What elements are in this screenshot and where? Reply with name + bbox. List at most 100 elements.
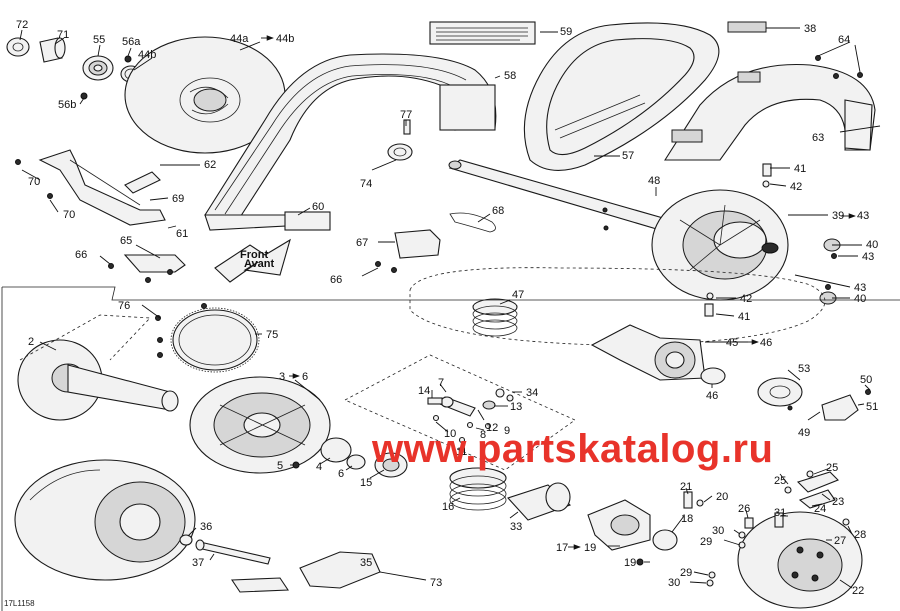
callout-59: 59 bbox=[560, 26, 572, 38]
callout-70b: 70 bbox=[63, 209, 75, 221]
callout-56b: 56b bbox=[58, 99, 76, 111]
screw-part-11 bbox=[458, 436, 466, 444]
watermark: www.partskatalog.ru bbox=[371, 427, 773, 471]
callout-76: 76 bbox=[118, 300, 130, 312]
spring-part-47 bbox=[472, 298, 518, 337]
callout-30b: 30 bbox=[668, 577, 680, 589]
callout-43a: 43 bbox=[857, 210, 869, 222]
callout-24: 24 bbox=[814, 503, 826, 515]
callout-13: 13 bbox=[510, 401, 522, 413]
callout-75: 75 bbox=[266, 329, 278, 341]
diagram-code: 17L1158 bbox=[4, 599, 35, 608]
washer-part-30b bbox=[706, 579, 714, 587]
bearing-part-15 bbox=[374, 452, 408, 478]
bolt-part-66a bbox=[108, 263, 114, 269]
washer-part-8 bbox=[466, 421, 474, 429]
callout-8: 8 bbox=[480, 429, 486, 441]
bushing-part-4 bbox=[320, 437, 352, 463]
bracket-part-73 bbox=[230, 577, 290, 593]
callout-40b: 40 bbox=[854, 293, 866, 305]
roller-arm-part-12 bbox=[439, 396, 476, 417]
callout-3: 3 bbox=[279, 371, 285, 383]
callout-69: 69 bbox=[172, 193, 184, 205]
callout-37: 37 bbox=[192, 557, 204, 569]
washer-part-36 bbox=[179, 534, 193, 546]
roller-arm-part-24 bbox=[798, 489, 836, 509]
bushing-part-7 bbox=[495, 388, 505, 398]
movable-sheave-part-3 bbox=[189, 376, 331, 474]
screw-part-70a bbox=[15, 159, 21, 165]
callout-19: 19 bbox=[624, 557, 636, 569]
clip-part-68 bbox=[449, 212, 496, 233]
callout-50: 50 bbox=[860, 374, 872, 386]
callout-26: 26 bbox=[738, 503, 750, 515]
screw-part-76d bbox=[201, 303, 207, 309]
section-divider bbox=[2, 286, 900, 301]
callout-10: 10 bbox=[444, 428, 456, 440]
bolt-part-26 bbox=[744, 517, 754, 529]
driven-pulley-part-39 bbox=[651, 189, 789, 301]
callout-40a: 40 bbox=[866, 239, 878, 251]
callout-6: 6 bbox=[338, 468, 344, 480]
decal-part-38 bbox=[727, 21, 767, 33]
bolt-part-66c bbox=[167, 269, 173, 275]
spider-part-17 bbox=[587, 499, 651, 551]
bearing-part-55 bbox=[82, 55, 114, 81]
callout-45: 45 bbox=[726, 337, 738, 349]
callout-42b: 42 bbox=[740, 293, 752, 305]
nut-part-52 bbox=[787, 405, 793, 411]
screw-part-76a bbox=[155, 315, 161, 321]
washer-part-28 bbox=[842, 518, 850, 526]
callout-57: 57 bbox=[622, 150, 634, 162]
callout-38: 38 bbox=[804, 23, 816, 35]
pad-part-62 bbox=[124, 171, 161, 194]
callout-29a: 29 bbox=[700, 536, 712, 548]
sheave-part-44 bbox=[124, 36, 286, 154]
callout-29b: 29 bbox=[680, 567, 692, 579]
bolt-part-66b bbox=[145, 277, 151, 283]
bolt-part-41a bbox=[762, 163, 772, 177]
washer-part-53 bbox=[757, 377, 803, 407]
callout-12: 12 bbox=[486, 422, 498, 434]
seal-part-6 bbox=[346, 454, 366, 470]
screw-part-76c bbox=[157, 352, 163, 358]
callout-35: 35 bbox=[360, 557, 372, 569]
callout-14: 14 bbox=[418, 385, 430, 397]
pin-part-25a bbox=[806, 470, 814, 478]
bolt-part-66e bbox=[391, 267, 397, 273]
callout-41a: 41 bbox=[794, 163, 806, 175]
callout-71: 71 bbox=[57, 29, 69, 41]
bushing-part-18 bbox=[652, 529, 678, 551]
governor-cup-part-49 bbox=[821, 394, 859, 421]
callout-2: 2 bbox=[28, 336, 34, 348]
callout-33: 33 bbox=[510, 521, 522, 533]
callout-25a: 25 bbox=[826, 462, 838, 474]
callout-15: 15 bbox=[360, 477, 372, 489]
callout-65: 65 bbox=[120, 235, 132, 247]
callout-23: 23 bbox=[832, 496, 844, 508]
bracket-part-67 bbox=[394, 229, 441, 259]
callout-66b: 66 bbox=[330, 274, 342, 286]
callout-68: 68 bbox=[492, 205, 504, 217]
spacer-part-71 bbox=[39, 37, 66, 63]
callout-67: 67 bbox=[356, 237, 368, 249]
bolt-part-66d bbox=[375, 261, 381, 267]
belt-guard-part-63 bbox=[663, 63, 876, 161]
callout-77: 77 bbox=[400, 109, 412, 121]
washer-part-20 bbox=[696, 499, 704, 507]
callout-74: 74 bbox=[360, 178, 372, 190]
drive-clutch-assembly bbox=[14, 459, 196, 581]
screw-part-50 bbox=[865, 389, 871, 395]
decal-part-59 bbox=[429, 21, 536, 45]
nut-part-19 bbox=[636, 558, 644, 566]
nut-part-56b bbox=[80, 92, 88, 100]
snap-ring-part-46 bbox=[700, 367, 726, 385]
callout-44b-target: 44b bbox=[276, 33, 294, 45]
drive-belt-part-57 bbox=[523, 22, 720, 171]
roller-arm-part-23 bbox=[796, 471, 839, 493]
nut-part-43b bbox=[825, 284, 831, 290]
callout-64: 64 bbox=[838, 34, 850, 46]
bolt-part-21 bbox=[683, 491, 693, 509]
callout-53: 53 bbox=[798, 363, 810, 375]
pin-part-14 bbox=[427, 397, 443, 405]
